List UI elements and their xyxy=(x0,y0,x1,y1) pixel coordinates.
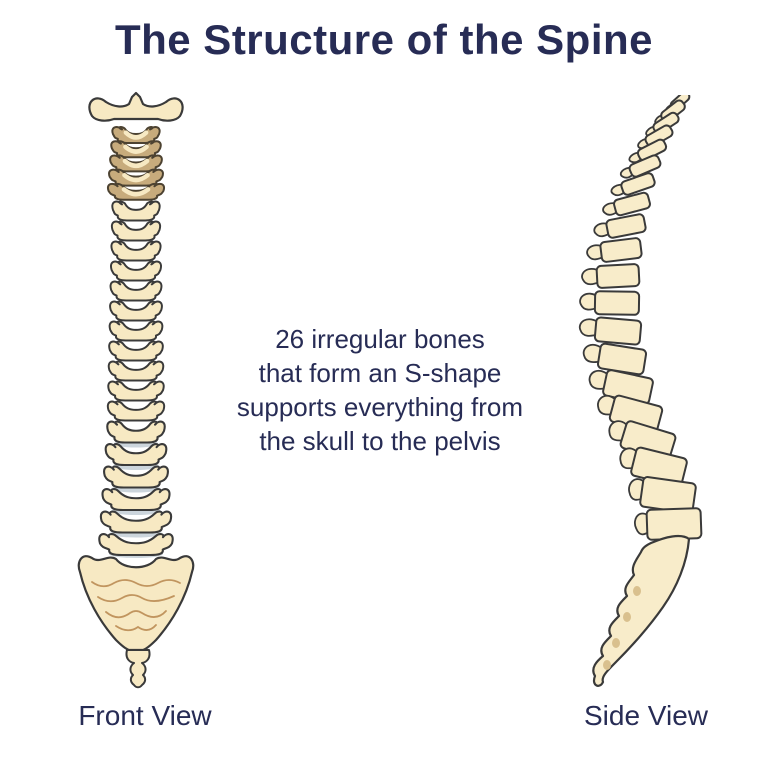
sacrum xyxy=(77,555,195,652)
thoracic-vertebra xyxy=(111,200,161,222)
vertebral-body xyxy=(613,191,651,217)
sacrum-line xyxy=(91,579,181,588)
vertebral-body xyxy=(593,316,643,346)
lumbar-vertebra xyxy=(106,420,166,444)
side-vertebra xyxy=(586,237,643,263)
vertebral-body xyxy=(596,342,648,376)
sacral-foramen xyxy=(603,660,611,670)
cervical-highlight xyxy=(122,158,150,169)
coccyx xyxy=(125,649,151,689)
vertebral-body xyxy=(595,263,641,289)
side-vertebra xyxy=(579,290,641,316)
cervical-highlight xyxy=(121,187,151,197)
sacrum-line xyxy=(115,624,157,632)
thoracic-vertebra xyxy=(107,360,165,382)
thoracic-vertebra xyxy=(110,220,162,242)
sacral-foramen xyxy=(633,586,641,596)
lumbar-vertebra xyxy=(103,465,169,489)
thoracic-vertebra xyxy=(110,260,162,282)
vertebral-body xyxy=(599,237,643,263)
side-vertebra xyxy=(619,154,662,179)
front-view-label: Front View xyxy=(78,700,212,731)
thoracic-vertebra xyxy=(109,280,163,302)
vertebral-body xyxy=(593,290,641,316)
thoracic-vertebra xyxy=(108,320,164,342)
side-vertebra xyxy=(581,263,641,289)
side-vertebra xyxy=(610,172,656,197)
cervical-vertebra xyxy=(106,182,166,201)
lumbar-vertebra xyxy=(101,488,171,512)
side-vertebra xyxy=(588,369,654,405)
side-vertebra xyxy=(628,138,668,164)
vertebral-body xyxy=(620,172,656,196)
sacrum-line xyxy=(105,610,167,619)
sacrum-line xyxy=(97,594,175,603)
atlas-vertebra xyxy=(88,91,184,122)
cervical-highlight xyxy=(123,144,149,154)
side-vertebra xyxy=(602,191,651,217)
description-line: 26 irregular bones xyxy=(275,324,485,354)
page-title: The Structure of the Spine xyxy=(114,16,654,63)
thoracic-vertebra xyxy=(106,400,166,422)
sacral-foramen xyxy=(623,612,631,622)
description-line: supports everything from xyxy=(236,392,524,422)
front-spine-svg xyxy=(77,91,195,689)
lumbar-vertebra xyxy=(98,533,174,557)
cervical-highlight xyxy=(123,130,149,140)
side-spine-svg xyxy=(578,95,703,687)
vertebral-body xyxy=(628,154,662,178)
side-vertebra xyxy=(634,507,703,541)
description-line: that form an S-shape xyxy=(258,358,502,388)
lumbar-vertebra xyxy=(99,510,173,534)
side-vertebra xyxy=(593,213,647,239)
description-line: the skull to the pelvis xyxy=(259,426,501,456)
sacrum xyxy=(592,534,691,687)
cervical-highlight xyxy=(122,172,150,183)
lumbar-vertebra xyxy=(104,443,168,467)
description-text: 26 irregular bones that form an S-shape … xyxy=(174,322,586,458)
side-view-label: Side View xyxy=(583,700,708,731)
side-vertebra xyxy=(578,316,643,346)
vertebral-body xyxy=(605,213,647,239)
thoracic-vertebra xyxy=(109,300,163,322)
front-spine-illustration xyxy=(68,90,218,700)
thoracic-vertebra xyxy=(110,240,162,262)
sacral-foramen xyxy=(612,638,620,648)
side-spine-illustration xyxy=(553,95,723,695)
thoracic-vertebra xyxy=(107,380,165,402)
thoracic-vertebra xyxy=(108,340,164,362)
